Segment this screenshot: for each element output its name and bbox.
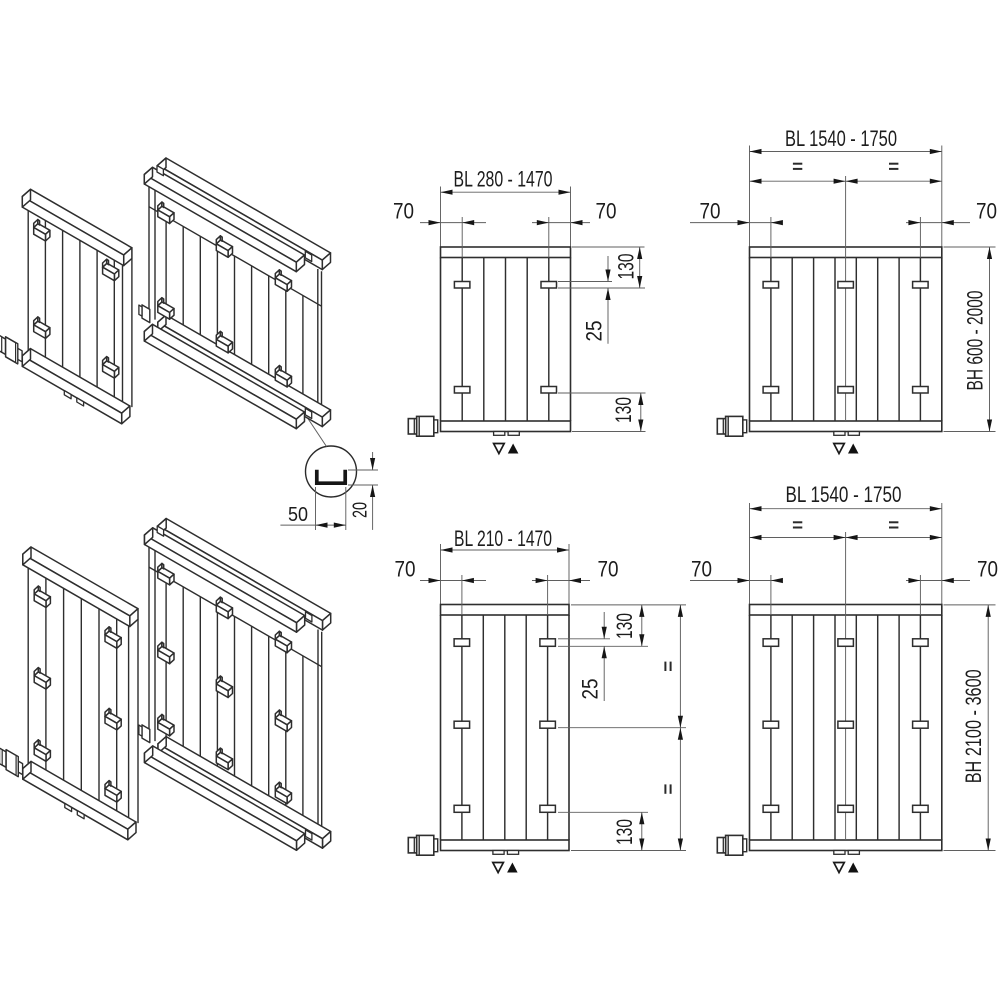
svg-text:BL 1540 - 1750: BL 1540 - 1750: [786, 482, 902, 507]
svg-text:130: 130: [613, 254, 638, 280]
svg-text:25: 25: [582, 321, 607, 342]
svg-text:130: 130: [612, 819, 637, 845]
svg-text:70: 70: [598, 556, 619, 581]
svg-text:130: 130: [612, 613, 637, 639]
svg-text:BH 600 - 2000: BH 600 - 2000: [963, 291, 988, 391]
svg-text:130: 130: [611, 397, 636, 423]
svg-text:50: 50: [288, 504, 308, 526]
svg-text:70: 70: [395, 556, 416, 581]
svg-text:BH 2100 - 3600: BH 2100 - 3600: [961, 669, 986, 783]
svg-text:25: 25: [578, 679, 603, 700]
svg-text:BL 210 - 1470: BL 210 - 1470: [454, 526, 552, 551]
svg-text:70: 70: [977, 556, 998, 581]
svg-text:20: 20: [350, 502, 372, 518]
svg-text:70: 70: [596, 198, 617, 223]
svg-text:70: 70: [976, 198, 997, 223]
svg-text:BL 280 - 1470: BL 280 - 1470: [454, 166, 553, 191]
svg-text:70: 70: [700, 198, 721, 223]
svg-text:70: 70: [393, 198, 414, 223]
svg-text:BL 1540 - 1750: BL 1540 - 1750: [785, 126, 897, 151]
svg-text:70: 70: [691, 556, 712, 581]
